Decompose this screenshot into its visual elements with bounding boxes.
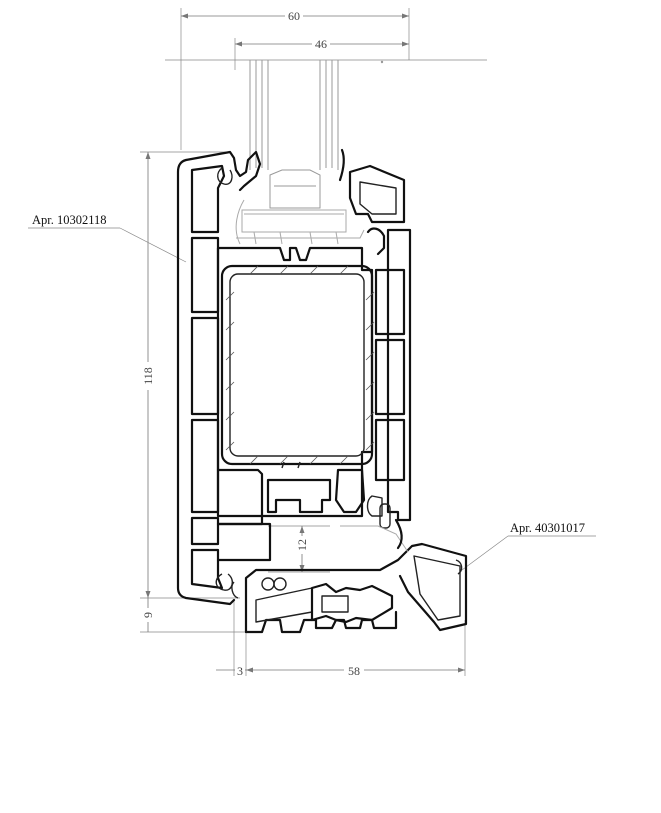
dim-60: 60 [288, 9, 300, 23]
dim-9: 9 [141, 612, 155, 618]
dim-118: 118 [141, 367, 155, 385]
left-part-reference: Apr. 10302118 [32, 213, 107, 227]
frame-right-wall [366, 228, 412, 529]
dim-46: 46 [315, 37, 327, 51]
threshold-frame [231, 518, 468, 634]
sash-outer-profile [176, 150, 262, 606]
dim-58: 58 [348, 664, 360, 678]
sash-main-chamber [216, 246, 375, 562]
dimension-lines [28, 8, 596, 676]
dim-12: 12 [295, 539, 309, 551]
dimension-labels: 60 46 118 9 12 3 58 [141, 8, 364, 678]
reference-dot [380, 60, 384, 64]
dim-3: 3 [237, 664, 243, 678]
glazing-bead [338, 148, 406, 256]
glass-unit [235, 60, 365, 245]
right-part-reference: Apr. 40301017 [510, 521, 585, 535]
